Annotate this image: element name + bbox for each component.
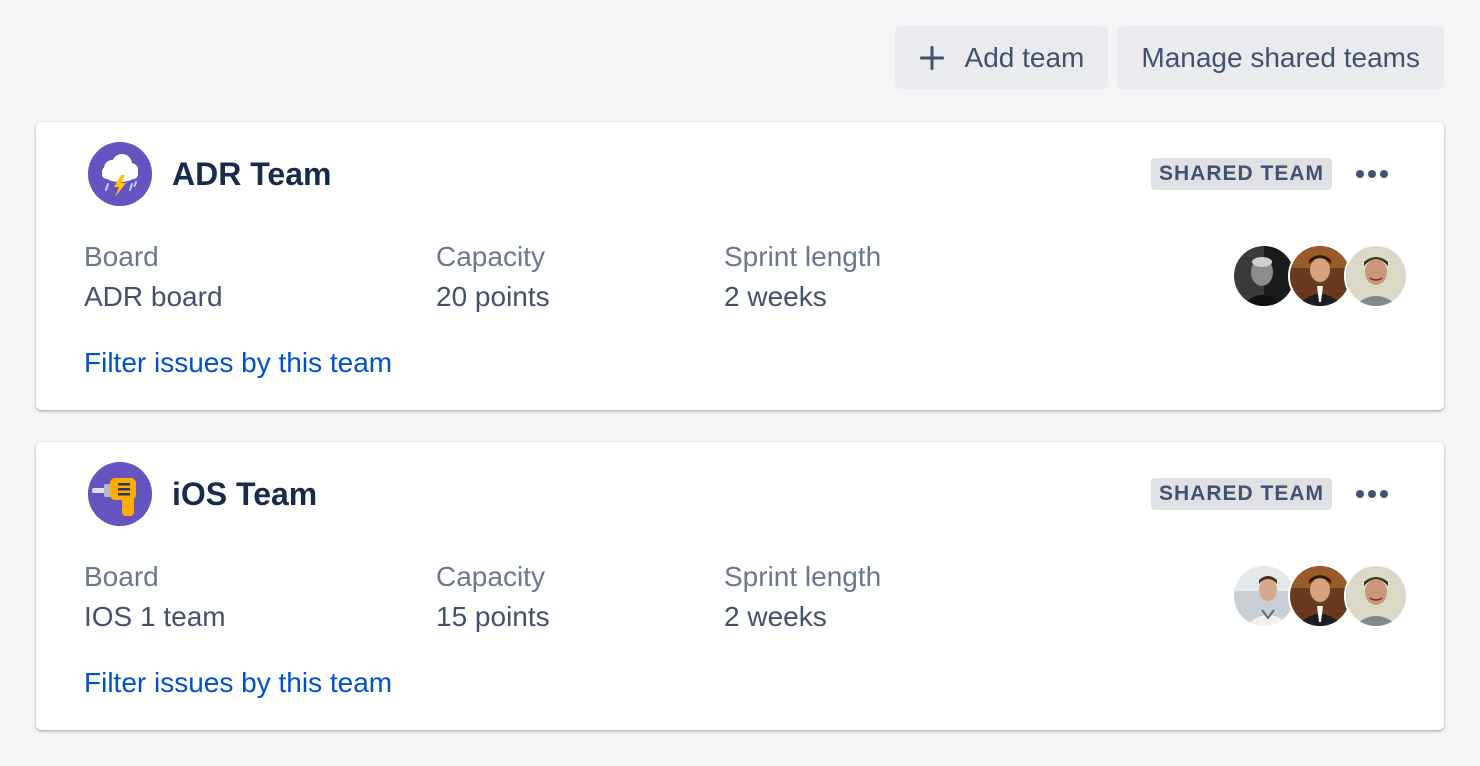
smiling-portrait bbox=[1346, 566, 1406, 626]
team-members bbox=[1232, 564, 1408, 628]
member-avatar[interactable] bbox=[1288, 244, 1352, 308]
filter-issues-link[interactable]: Filter issues by this team bbox=[84, 347, 393, 378]
add-team-button[interactable]: Add team bbox=[894, 26, 1109, 89]
sprint-length-label: Sprint length bbox=[724, 561, 882, 592]
sprint-length-value: 2 weeks bbox=[724, 601, 827, 632]
shared-team-badge: SHARED TEAM bbox=[1151, 158, 1333, 190]
capacity-label: Capacity bbox=[436, 241, 545, 272]
capacity-value: 20 points bbox=[436, 281, 550, 312]
team-avatar bbox=[88, 462, 152, 526]
sprint-length-label: Sprint length bbox=[724, 241, 882, 272]
member-avatar[interactable] bbox=[1344, 564, 1408, 628]
capacity-label: Capacity bbox=[436, 561, 545, 592]
board-value: IOS 1 team bbox=[84, 601, 226, 632]
suit-portrait bbox=[1290, 246, 1350, 306]
team-avatar bbox=[88, 142, 152, 206]
shared-team-badge: SHARED TEAM bbox=[1151, 478, 1333, 510]
toolbar: Add team Manage shared teams bbox=[894, 26, 1444, 89]
capacity-value: 15 points bbox=[436, 601, 550, 632]
smiling-portrait bbox=[1346, 246, 1406, 306]
sprint-length-value: 2 weeks bbox=[724, 281, 827, 312]
drill-icon bbox=[88, 462, 152, 526]
more-icon bbox=[1356, 490, 1388, 498]
member-avatar[interactable] bbox=[1344, 244, 1408, 308]
board-value: ADR board bbox=[84, 281, 223, 312]
more-actions-button[interactable] bbox=[1347, 156, 1397, 192]
member-avatar[interactable] bbox=[1232, 564, 1296, 628]
team-members bbox=[1232, 244, 1408, 308]
storm-cloud-icon bbox=[88, 142, 152, 206]
team-name: iOS Team bbox=[172, 476, 318, 512]
team-card-ios: iOS Team SHARED TEAM Board IOS 1 team Ca… bbox=[36, 442, 1444, 730]
team-name: ADR Team bbox=[172, 156, 332, 192]
add-team-label: Add team bbox=[964, 41, 1085, 73]
more-icon bbox=[1356, 170, 1388, 178]
plus-icon bbox=[919, 45, 944, 70]
more-actions-button[interactable] bbox=[1347, 476, 1397, 512]
manage-shared-teams-button[interactable]: Manage shared teams bbox=[1117, 26, 1444, 89]
member-avatar[interactable] bbox=[1288, 564, 1352, 628]
filter-issues-link[interactable]: Filter issues by this team bbox=[84, 667, 393, 698]
member-avatar[interactable] bbox=[1232, 244, 1296, 308]
bw-portrait bbox=[1234, 246, 1294, 306]
light-portrait bbox=[1234, 566, 1294, 626]
board-label: Board bbox=[84, 561, 159, 592]
board-label: Board bbox=[84, 241, 159, 272]
suit-portrait bbox=[1290, 566, 1350, 626]
team-card-adr: ADR Team SHARED TEAM Board ADR board Cap… bbox=[36, 122, 1444, 410]
